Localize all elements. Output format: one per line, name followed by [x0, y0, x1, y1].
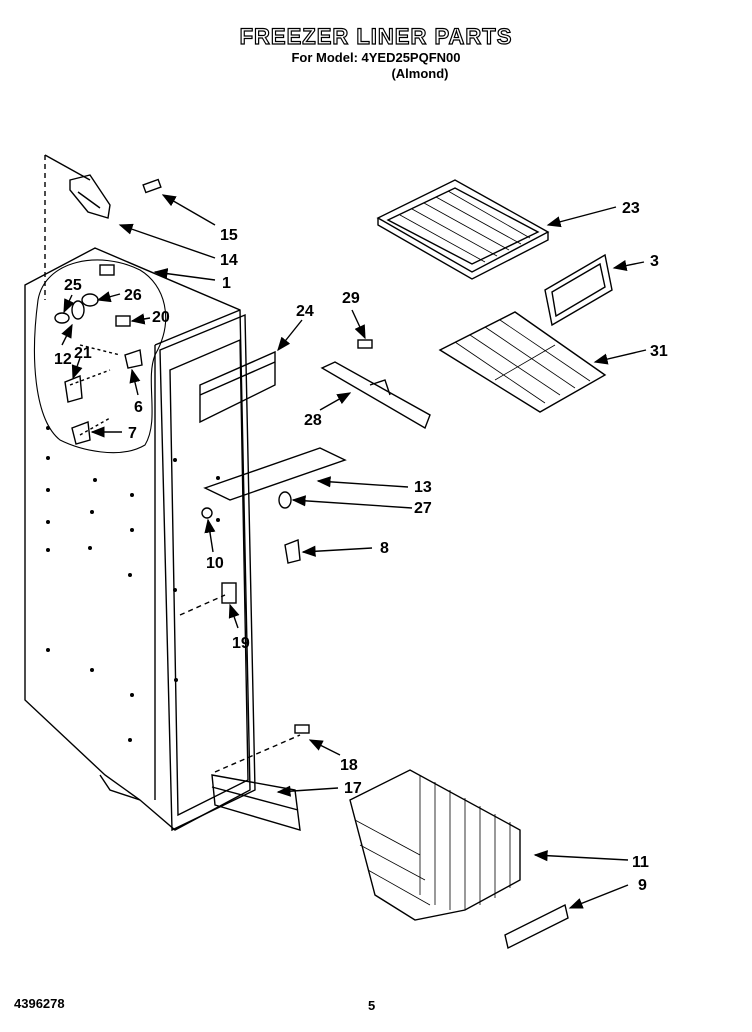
part-11-basket: [349, 769, 521, 921]
part-18-screw: [294, 724, 310, 734]
part-27-clip: [278, 491, 292, 509]
callout-23: 23: [622, 200, 640, 217]
part-7: [71, 421, 91, 445]
part-26: [71, 293, 99, 320]
callout-25: 25: [64, 277, 82, 294]
part-31-wire-shelf: [438, 311, 607, 413]
part-28-support: [320, 361, 431, 430]
callout-3: 3: [650, 253, 659, 270]
part-3-frame: [544, 253, 613, 327]
callout-11: 11: [632, 854, 649, 871]
part-23-shelf: [376, 179, 550, 280]
page-title: FREEZER LINER PARTS: [239, 23, 513, 49]
callout-7: 7: [128, 425, 137, 442]
part-25: [54, 312, 70, 324]
callout-10: 10: [206, 555, 224, 572]
part-8-bracket: [284, 539, 301, 564]
page-number: 5: [368, 998, 376, 1013]
callout-29: 29: [342, 290, 360, 307]
part-20: [115, 315, 131, 327]
part-15-screw: [142, 178, 162, 194]
callout-18: 18: [340, 757, 358, 774]
callout-13: 13: [414, 479, 432, 496]
callout-27: 27: [414, 500, 432, 517]
part-13-plate: [203, 447, 347, 501]
part-10-screw: [201, 507, 213, 519]
model-line: For Model: 4YED25PQFN00: [291, 50, 461, 65]
callout-26: 26: [124, 287, 142, 304]
callout-21: 21: [74, 345, 92, 362]
part-9-strip: [504, 903, 569, 950]
part-14-bracket: [69, 174, 111, 219]
callout-19: 19: [232, 635, 250, 652]
freezer-liner: [24, 154, 256, 832]
callout-6: 6: [134, 399, 143, 416]
part-19-switch: [221, 582, 237, 604]
part-6: [124, 349, 143, 369]
callout-1: 1: [222, 275, 231, 292]
callout-8: 8: [380, 540, 389, 557]
part-29-screw: [357, 339, 373, 349]
callout-28: 28: [304, 412, 322, 429]
part-24-panel: [199, 350, 276, 424]
part-17-rail: [211, 774, 301, 831]
callout-12: 12: [54, 351, 72, 368]
callout-20: 20: [152, 309, 170, 326]
callout-17: 17: [344, 780, 362, 797]
callout-24: 24: [296, 303, 314, 320]
leader-lines: [61, 194, 647, 909]
part-21: [64, 375, 83, 403]
callout-31: 31: [650, 343, 668, 360]
callout-9: 9: [638, 877, 647, 894]
document-number: 4396278: [14, 996, 65, 1011]
callout-14: 14: [220, 252, 238, 269]
callout-15: 15: [220, 227, 238, 244]
callout-labels: 15 14 1 25 26 20 12 21 6 7 24 29 28 23 3…: [54, 200, 668, 894]
color-variant: (Almond): [391, 66, 449, 81]
